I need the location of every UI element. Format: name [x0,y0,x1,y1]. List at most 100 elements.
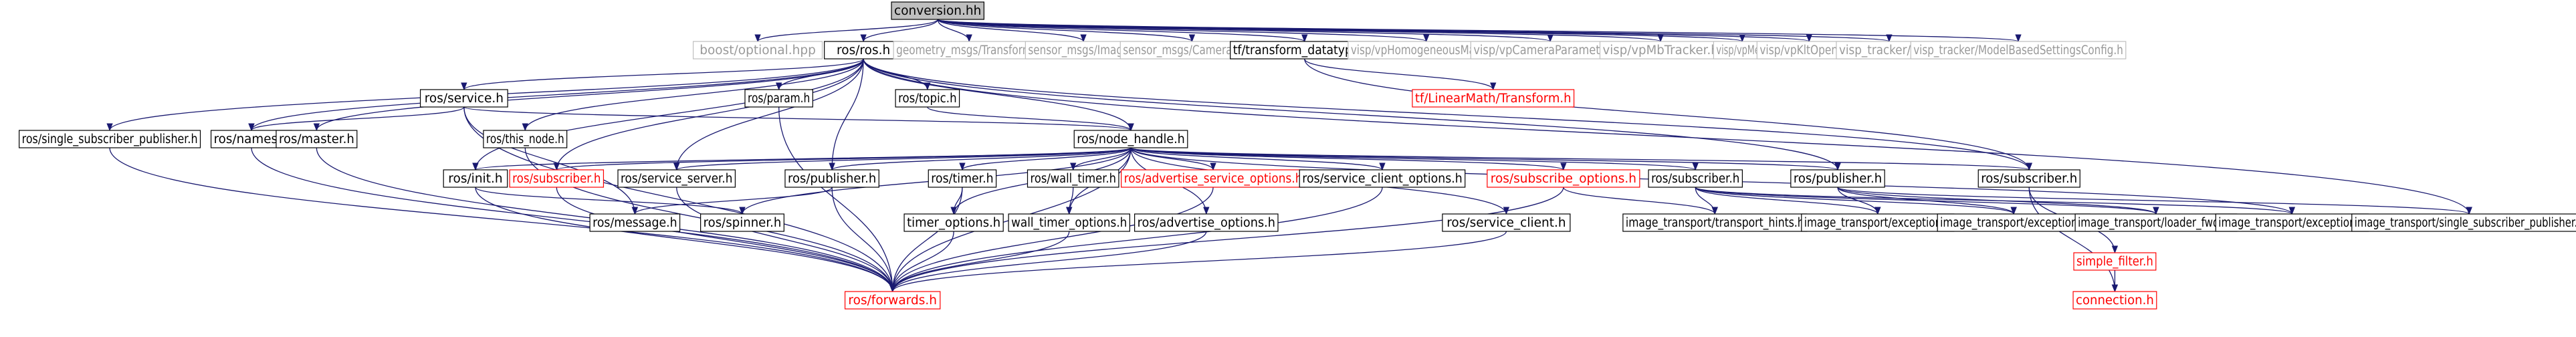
node-label: ros/wall_timer.h [1031,172,1116,186]
edge-ros-srv-client-opt-to-ros-forwards [889,187,1383,293]
node-ros-spinner[interactable]: ros/spinner.h [700,213,784,232]
node-ros-topic[interactable]: ros/topic.h [895,89,960,108]
node-ros-subscriber-b[interactable]: ros/subscriber.h [1648,169,1743,188]
node-ros-adv-options[interactable]: ros/advertise_options.h [1134,213,1279,232]
node-box [1648,169,1743,188]
edge-ros-adv-srv-opt-to-ros-forwards [889,187,1214,293]
node-label: ros/service.h [425,92,504,106]
edge-ros-param-to-ros-forwards [778,106,896,293]
node-ros-master[interactable]: ros/master.h [276,130,358,148]
node-ros-service-client[interactable]: ros/service_client.h [1442,213,1571,232]
node-box [2215,213,2369,232]
node-simple-filter[interactable]: simple_filter.h [2073,252,2157,271]
node-ros-srv-client-opt[interactable]: ros/service_client_options.h [1299,169,1466,188]
edge-ros-h-to-ros-subscriber-red [553,58,864,171]
node-label: image_transport/loader_fwds.h [2078,216,2234,230]
node-box [1027,169,1119,188]
node-it-single-sub-pub[interactable]: image_transport/single_subscriber_publis… [2351,213,2576,232]
edge-ros-h-to-ros-master [313,58,864,132]
node-ros-forwards[interactable]: ros/forwards.h [844,291,941,310]
node-ros-h[interactable]: ros/ros.h [824,41,903,60]
edge-ros-publisher-a-to-ros-message [631,187,833,215]
node-box [419,89,508,108]
node-ros-wall-timer[interactable]: ros/wall_timer.h [1027,169,1119,188]
edge-conversion-hh-to-sensor-image [937,19,1087,43]
node-label: ros/service_client_options.h [1302,172,1463,186]
node-box [1121,169,1306,188]
node-box [895,89,960,108]
edge-ros-service-to-ros-names [248,106,465,132]
node-box [844,291,941,310]
node-box [1622,213,1808,232]
node-ros-service-server[interactable]: ros/service_server.h [617,169,736,188]
node-ros-sub-opt[interactable]: ros/subscribe_options.h [1487,169,1640,188]
node-label: ros/names.h [214,132,290,146]
node-label: ros/topic.h [898,92,956,106]
edge-ros-sub-opt-to-it-transport-hints [1563,187,1718,215]
edges-layer [106,19,2472,293]
node-label: image_transport/exception.h [1804,216,1951,230]
node-label: visp/vpHomogeneousMatrix.h [1351,43,1502,58]
node-box [1937,213,2090,232]
node-box [1299,169,1466,188]
node-box [784,169,879,188]
node-ros-param[interactable]: ros/param.h [744,89,813,108]
edge-ros-node-handle-to-ros-adv-srv-opt [1130,147,1216,171]
node-ros-subscriber-r[interactable]: ros/subscriber.h [1977,169,2080,188]
node-label: visp/vpMe.h [1716,43,1768,58]
edge-ros-node-handle-to-ros-subscriber-b [1130,147,1699,171]
node-box [1134,213,1279,232]
node-ros-init[interactable]: ros/init.h [443,169,508,188]
node-box [1487,169,1640,188]
node-box [891,1,984,20]
edge-ros-subscriber-b-to-it-transport-hints [1695,187,1718,215]
node-box [928,169,997,188]
node-label: tf/LinearMath/Transform.h [1415,92,1572,106]
node-it-loader-fwds[interactable]: image_transport/loader_fwds.h [2074,213,2238,232]
node-ros-node-handle[interactable]: ros/node_handle.h [1073,130,1188,148]
node-ros-timer-options[interactable]: timer_options.h [903,213,1004,232]
node-tf-linearmath[interactable]: tf/LinearMath/Transform.h [1412,89,1575,108]
node-ros-service[interactable]: ros/service.h [419,89,508,108]
edge-ros-publisher-b-to-it-loader-fwds [1837,187,2159,215]
node-ros-wall-timer-opt[interactable]: wall_timer_options.h [1008,213,1130,232]
edge-ros-h-to-ros-publisher-b [863,58,1841,171]
edge-conversion-hh-to-sensor-camerainfo [937,19,1195,43]
node-ros-single-sub-pub[interactable]: ros/single_subscriber_publisher.h [19,130,201,148]
node-box [589,213,681,232]
node-label: tf/transform_datatypes.h [1233,43,1376,58]
node-label: simple_filter.h [2076,255,2153,269]
node-it-exception-1[interactable]: image_transport/exception.h [1801,213,1955,232]
edge-ros-node-handle-to-ros-service-server [673,147,1132,171]
node-box [700,213,784,232]
node-ros-timer[interactable]: ros/timer.h [928,169,997,188]
edge-ros-h-to-ros-init [472,58,864,171]
node-conversion-hh[interactable]: conversion.hh [891,1,984,20]
edge-ros-init-to-ros-forwards [475,187,896,293]
node-label: ros/init.h [448,172,502,186]
node-ros-message[interactable]: ros/message.h [589,213,681,232]
node-ros-publisher-a[interactable]: ros/publisher.h [784,169,879,188]
node-it-exception-3[interactable]: image_transport/exception.h [2215,213,2369,232]
node-ros-publisher-b[interactable]: ros/publisher.h [1790,169,1885,188]
node-label: image_transport/exception.h [1940,216,2087,230]
node-it-exception-2[interactable]: image_transport/exception.h [1937,213,2090,232]
edge-ros-node-handle-to-ros-subscriber-r [1130,147,2032,171]
edge-ros-subscriber-red-to-ros-forwards [556,187,896,293]
node-connection[interactable]: connection.h [2072,291,2157,310]
node-ros-this-node[interactable]: ros/this_node.h [483,130,568,148]
node-it-transport-hints[interactable]: image_transport/transport_hints.h [1622,213,1808,232]
node-ros-subscriber-red[interactable]: ros/subscriber.h [509,169,605,188]
node-label: image_transport/single_subscriber_publis… [2355,216,2576,230]
edge-ros-h-to-ros-names [248,58,864,132]
node-box [1412,89,1575,108]
edge-conversion-hh-to-boost-optional [754,19,938,43]
node-ros-adv-srv-opt[interactable]: ros/advertise_service_options.h [1121,169,1306,188]
node-label: ros/service_server.h [621,172,732,186]
node-label: ros/publisher.h [788,172,876,186]
node-label: conversion.hh [894,4,981,18]
edge-ros-node-handle-to-ros-publisher-b [1130,147,1840,171]
node-label: geometry_msgs/Transform.h [896,43,1042,58]
edge-ros-node-handle-to-ros-subscriber-red [554,147,1132,171]
